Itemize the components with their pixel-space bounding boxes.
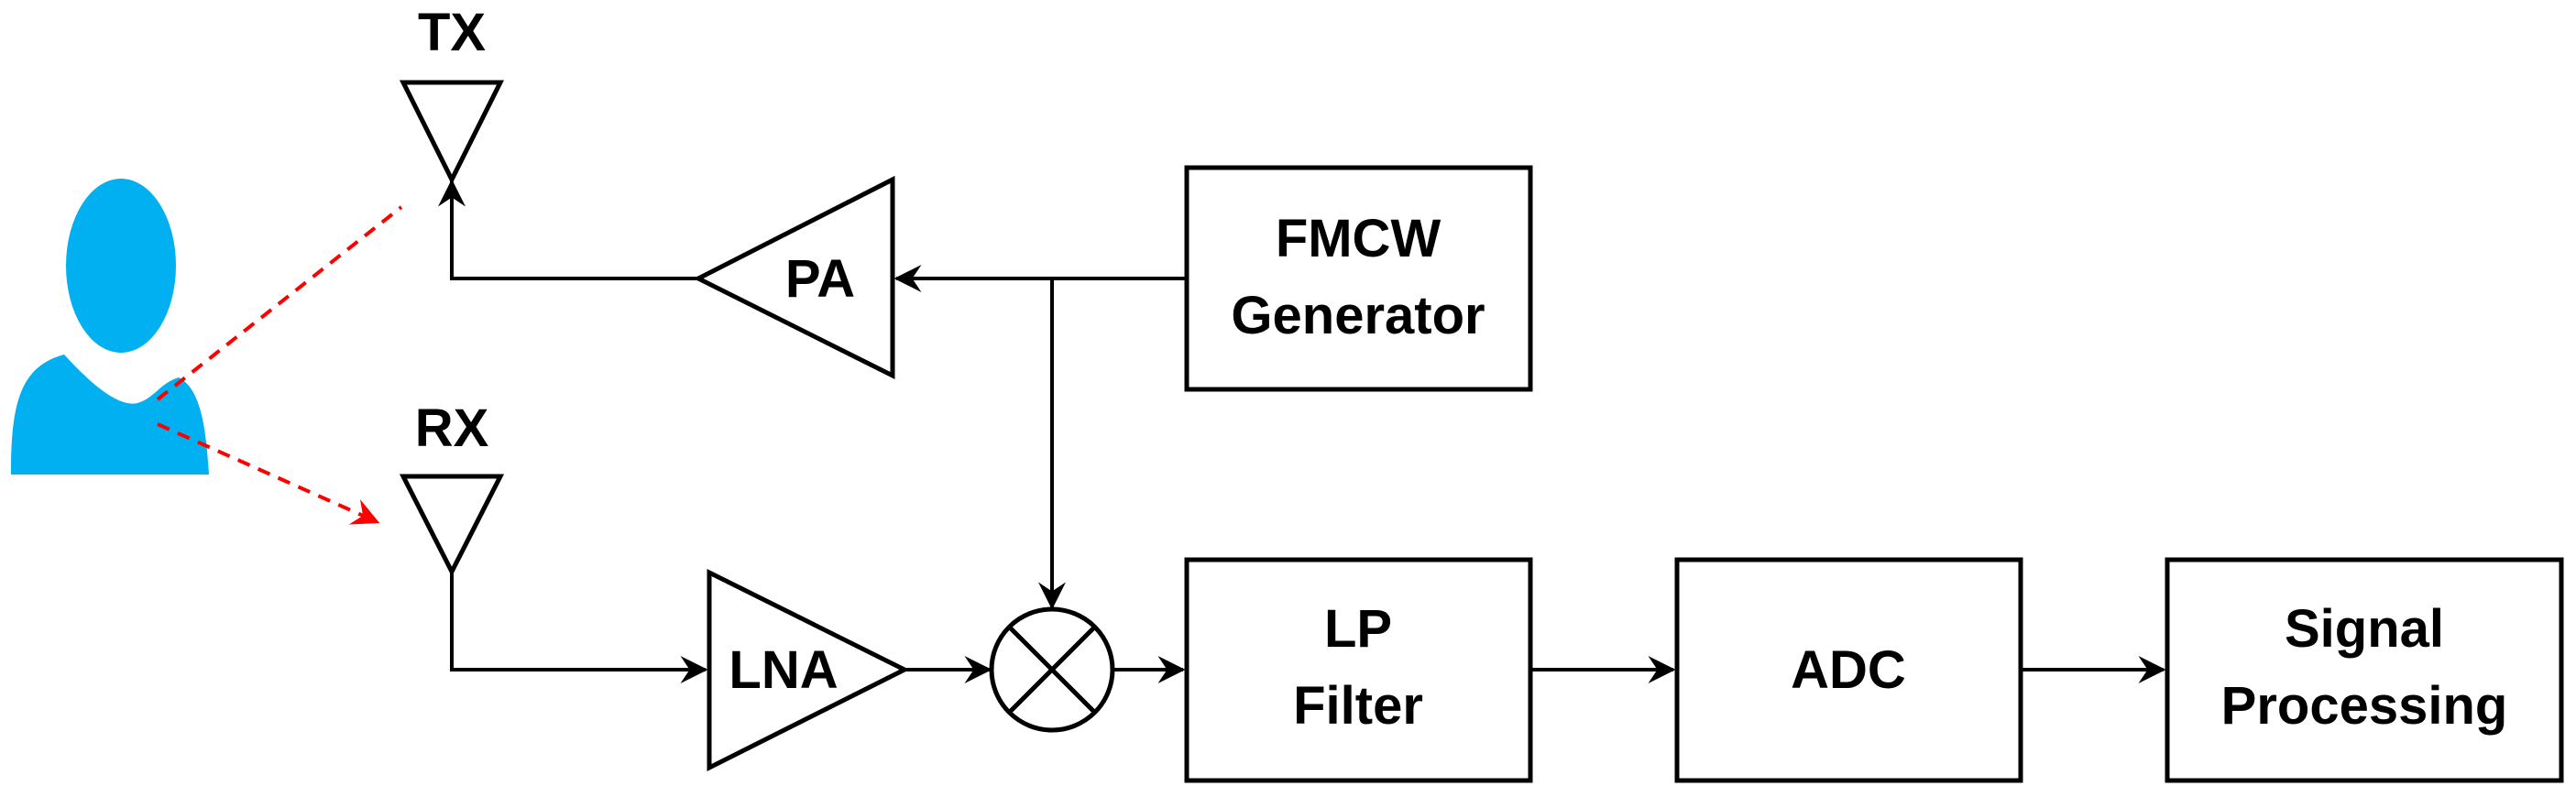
pa-triangle bbox=[693, 175, 895, 380]
pa-label: PA bbox=[785, 249, 855, 309]
sp-label-line1: Signal bbox=[2285, 599, 2444, 659]
person-head bbox=[66, 179, 176, 353]
adc-box bbox=[1674, 557, 2023, 783]
fmcw-label-line1: FMCW bbox=[1276, 209, 1441, 268]
wire-pa-to-tx bbox=[438, 179, 698, 280]
person-body bbox=[11, 355, 209, 475]
rx-antenna-icon bbox=[399, 474, 505, 577]
adc-label: ADC bbox=[1791, 640, 1906, 700]
lna-block: LNA bbox=[707, 568, 910, 772]
mixer bbox=[989, 606, 1115, 733]
rx-antenna: RX bbox=[399, 398, 505, 577]
sp-label-line2: Processing bbox=[2221, 676, 2508, 736]
tx-antenna-icon bbox=[399, 80, 505, 185]
fmcw-generator-box bbox=[1184, 165, 1533, 392]
person-icon bbox=[11, 179, 209, 475]
tx-antenna: TX bbox=[399, 3, 505, 185]
lna-label: LNA bbox=[729, 640, 838, 700]
mixer-cross-icon-2 bbox=[1007, 625, 1097, 715]
pa-block: PA bbox=[693, 175, 895, 380]
adc-block: ADC bbox=[1674, 557, 2023, 783]
fmcw-label-line2: Generator bbox=[1231, 286, 1485, 345]
lp-filter-block: LP Filter bbox=[1184, 557, 1533, 783]
wire-rx-to-lna bbox=[450, 572, 708, 683]
lp-label-line1: LP bbox=[1324, 599, 1392, 659]
lp-label-line2: Filter bbox=[1293, 676, 1423, 736]
signal-processing-block: Signal Processing bbox=[2165, 557, 2564, 783]
signal-processing-box bbox=[2165, 557, 2564, 783]
rx-label: RX bbox=[415, 398, 489, 458]
signal-to-tx bbox=[156, 205, 403, 401]
lna-triangle bbox=[707, 568, 910, 772]
fmcw-generator-block: FMCW Generator bbox=[1184, 165, 1533, 392]
tx-label: TX bbox=[418, 3, 486, 62]
lp-filter-box bbox=[1184, 557, 1533, 783]
signal-from-target bbox=[157, 422, 380, 525]
